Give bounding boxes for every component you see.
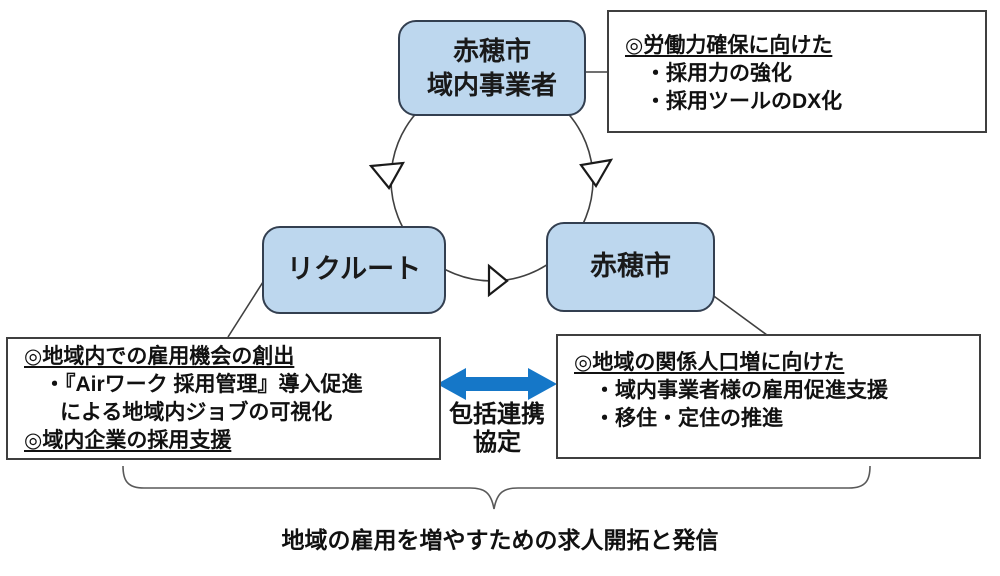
- note-workforce: ◎労働力確保に向けた ・採用力の強化 ・採用ツールのDX化: [607, 10, 987, 133]
- cycle-arrowhead-bottom-icon: [487, 263, 509, 298]
- note-recruit-role-heading1: ◎地域内での雇用機会の創出: [24, 345, 295, 368]
- note-workforce-item: ・採用ツールのDX化: [645, 90, 843, 113]
- connector-city-to-note: [710, 293, 768, 336]
- note-recruit-role: ◎地域内での雇用機会の創出 ・『Airワーク 採用管理』導入促進 による地域内ジ…: [6, 337, 441, 460]
- double-arrow-icon: [437, 368, 557, 400]
- node-ako-city: 赤穂市: [546, 222, 715, 312]
- node-local-businesses: 赤穂市 域内事業者: [398, 20, 586, 116]
- node-recruit-label: リクルート: [286, 254, 422, 285]
- note-recruit-role-item: による地域内ジョブの可視化: [60, 401, 333, 424]
- note-workforce-item: ・採用力の強化: [645, 62, 792, 85]
- agreement-label: 包括連携 協定: [427, 401, 567, 458]
- note-city-role-heading: ◎地域の関係人口増に向けた: [574, 351, 845, 374]
- note-workforce-heading: ◎労働力確保に向けた: [625, 34, 833, 57]
- connector-recruit-to-note: [227, 281, 264, 338]
- diagram-caption: 地域の雇用を増やすための求人開拓と発信: [281, 527, 719, 553]
- note-city-role-item: ・移住・定住の推進: [594, 407, 783, 430]
- agreement-label-line2: 協定: [473, 429, 521, 457]
- node-local-businesses-label-line1: 赤穂市: [452, 35, 531, 66]
- agreement-label-line1: 包括連携: [449, 401, 545, 428]
- brace-icon: [122, 465, 871, 510]
- node-local-businesses-label-line2: 域内事業者: [426, 70, 557, 100]
- node-ako-city-label: 赤穂市: [590, 251, 671, 282]
- node-recruit: リクルート: [262, 226, 446, 314]
- cycle-arrowhead-right-icon: [579, 158, 614, 189]
- note-recruit-role-heading2: ◎域内企業の採用支援: [24, 429, 232, 452]
- note-city-role-item: ・域内事業者様の雇用促進支援: [594, 379, 888, 402]
- note-recruit-role-item: ・『Airワーク 採用管理』導入促進: [44, 373, 363, 396]
- cycle-arrowhead-left-icon: [368, 161, 405, 190]
- note-city-role: ◎地域の関係人口増に向けた ・域内事業者様の雇用促進支援 ・移住・定住の推進: [556, 334, 981, 459]
